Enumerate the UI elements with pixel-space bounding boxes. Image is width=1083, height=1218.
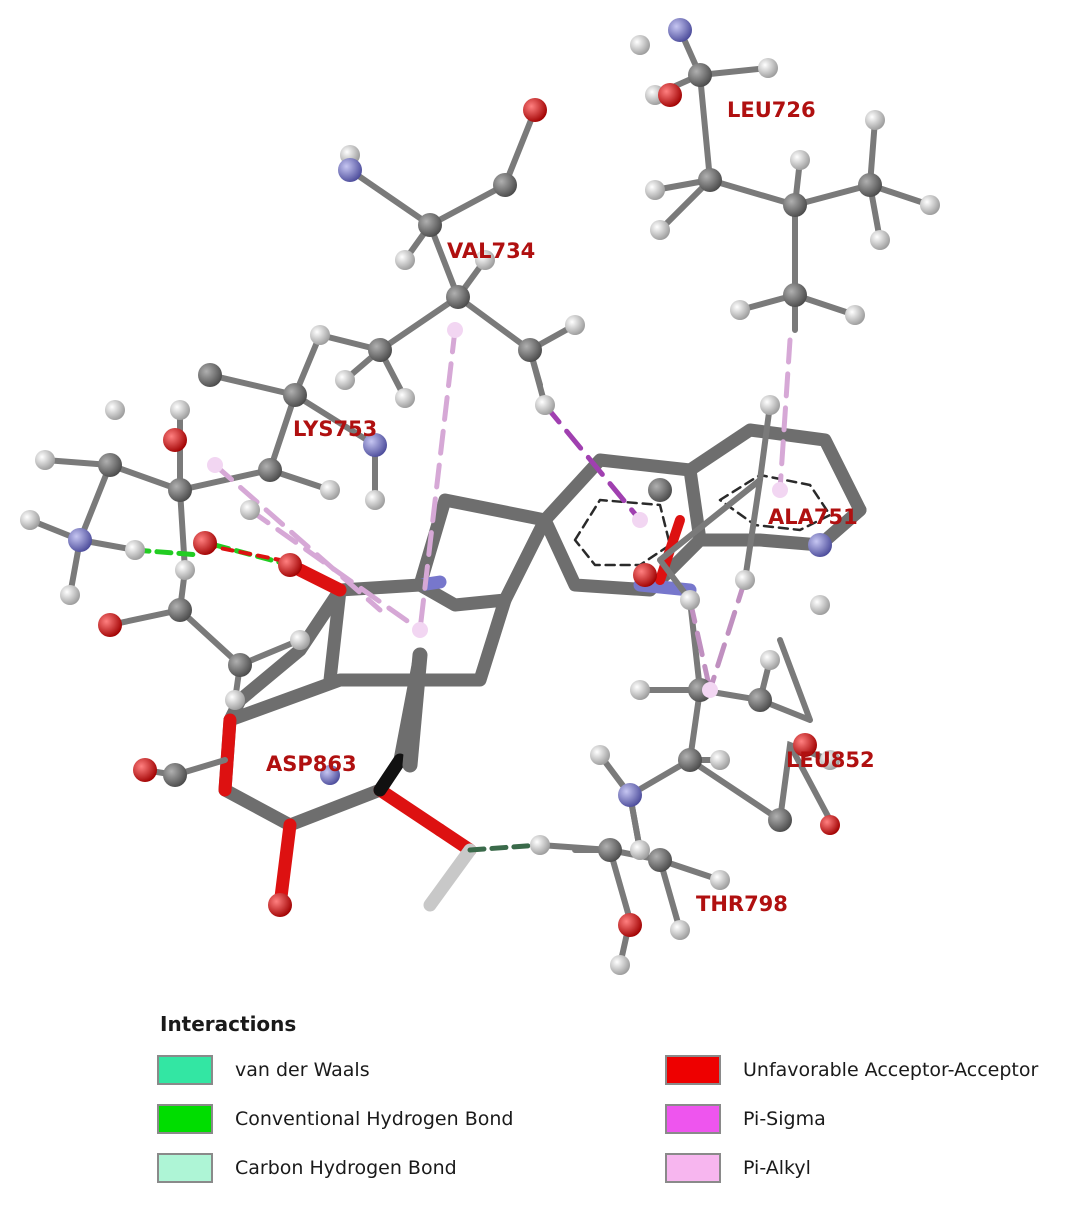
carbon-hbond-thr798 [467,842,543,853]
pi-sigma-val734-ring [542,402,643,523]
pi-alkyl-lys753-ring-2 [247,507,423,633]
residue-label-leu852: LEU852 [786,748,875,772]
legend-item-conventional-hydrogen-bond: Conventional Hydrogen Bond [157,1101,513,1137]
legend-title: Interactions [160,1012,297,1036]
pi-alkyl-leu852-ring [687,597,713,693]
residue-label-val734: VAL734 [447,239,535,263]
protein-bonds [27,27,933,968]
legend-label: Unfavorable Acceptor-Acceptor [743,1059,1039,1081]
legend-label: Carbon Hydrogen Bond [235,1157,457,1179]
molecular-interaction-diagram: LEU726 VAL734 LYS753 ALA751 ASP863 LEU85… [20,18,940,975]
legend-item-pi-sigma: Pi-Sigma [665,1101,826,1137]
residue-label-lys753: LYS753 [293,417,377,441]
interactions-legend: Interactions van der Waals Conventional … [0,1000,1083,1218]
unfavorable-acceptor [203,543,282,562]
residue-label-thr798: THR798 [696,892,788,916]
legend-swatch [157,1153,213,1183]
legend-item-unfavorable-acceptor-acceptor: Unfavorable Acceptor-Acceptor [665,1052,1038,1088]
pi-alkyl-lys753-ring [212,462,383,613]
legend-label: Pi-Alkyl [743,1157,811,1179]
legend-swatch [157,1055,213,1085]
legend-swatch [665,1055,721,1085]
legend-item-van-der-waals: van der Waals [157,1052,370,1088]
pi-alkyl-val734-ring [417,327,458,633]
legend-item-pi-alkyl: Pi-Alkyl [665,1150,811,1186]
legend-swatch [665,1153,721,1183]
atoms [20,18,940,975]
pi-alkyl-leu726-ring [777,337,793,493]
interaction-lines [132,327,793,853]
legend-swatch [157,1104,213,1134]
residue-label-ala751: ALA751 [768,505,858,529]
ligand-pyrrole-ring [413,493,552,612]
hbond-lys753-asp863 [132,547,203,558]
legend-label: Conventional Hydrogen Bond [235,1108,514,1130]
pi-alkyl-leu852-ring-2 [707,577,748,693]
legend-item-carbon-hydrogen-bond: Carbon Hydrogen Bond [157,1150,457,1186]
residue-label-asp863: ASP863 [266,752,357,776]
legend-swatch [665,1104,721,1134]
legend-label: van der Waals [235,1059,370,1081]
legend-label: Pi-Sigma [743,1108,826,1130]
ligand [218,423,867,912]
residue-label-leu726: LEU726 [727,98,816,122]
residue-labels: LEU726 VAL734 LYS753 ALA751 ASP863 LEU85… [266,98,875,916]
